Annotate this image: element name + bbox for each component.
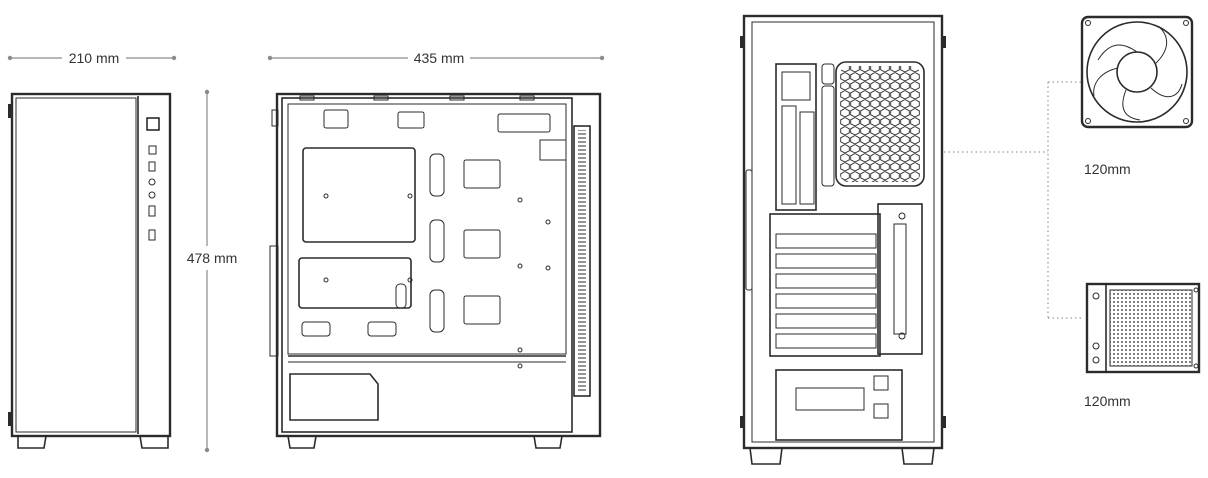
front-view: 210 mm <box>7 50 177 449</box>
height-label: 478 mm <box>187 250 238 266</box>
top-fan-size-label: 120mm <box>1084 161 1131 177</box>
rear-view <box>740 14 946 465</box>
width-dimension-line <box>7 55 177 61</box>
depth-dimension-line <box>267 55 605 61</box>
rear-case-body <box>740 14 946 465</box>
depth-label: 435 mm <box>414 50 465 66</box>
radiator-icon <box>1085 282 1201 374</box>
front-io-panel <box>146 117 160 241</box>
bottom-fan-size-label: 120mm <box>1084 393 1131 409</box>
side-view: 435 mm 478 mm <box>187 50 605 453</box>
fan-icon <box>1080 15 1194 129</box>
width-label: 210 mm <box>69 50 120 66</box>
front-case-body <box>8 92 172 449</box>
height-dimension-line <box>204 89 210 453</box>
side-case-body <box>269 92 602 449</box>
fan-callout-lines <box>944 81 1082 319</box>
